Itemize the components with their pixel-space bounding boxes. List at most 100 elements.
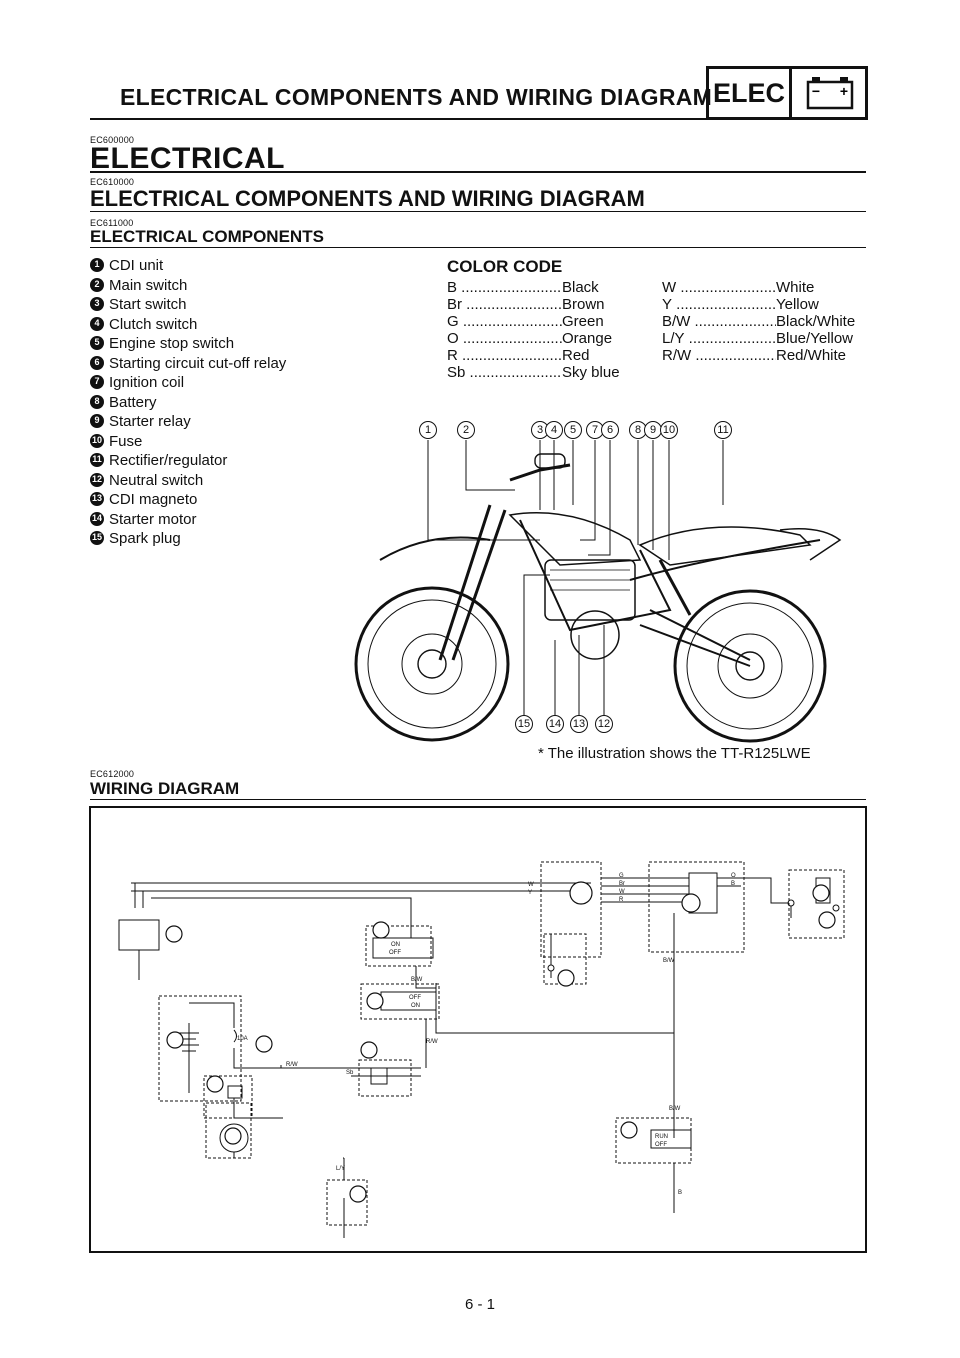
callout-number: 6 [90, 355, 104, 370]
heading-electrical: ELECTRICAL [90, 142, 285, 175]
component-label: Starter relay [109, 413, 191, 430]
component-label: Start switch [109, 296, 187, 313]
color-code-row: W ........................White [662, 279, 815, 296]
wire-label: Sb [346, 1070, 354, 1076]
color-code-left-column: B ........................Black Br .....… [447, 279, 620, 381]
component-list: 1 CDI unit 2 Main switch 3 Start switch 4 Cl… [90, 256, 290, 549]
section-code-4: EC612000 [90, 769, 135, 779]
heading-rule-3 [90, 247, 866, 248]
illustration-callout: 12 [595, 715, 613, 733]
color-code-row: R/W ........................Red/White [662, 347, 847, 364]
wire-label: O [731, 873, 736, 879]
battery-icon: − + [792, 69, 865, 117]
battery-plus-sign: + [840, 83, 848, 99]
callout-number: 7 [90, 375, 104, 389]
color-code-row: B ........................Black [447, 279, 599, 296]
motorcycle-illustration [354, 440, 842, 743]
color-code-row: G ........................Green [447, 313, 604, 330]
switch-label: ON [391, 942, 400, 948]
illustration-note: * The illustration shows the TT-R125LWE [538, 745, 811, 762]
color-code-abbrev: L/Y [662, 330, 685, 347]
list-item: 2 Main switch [90, 276, 290, 296]
list-item: 10 Fuse [90, 432, 290, 452]
section-badge: ELEC − + [706, 66, 868, 120]
color-code-title: COLOR CODE [447, 257, 563, 276]
color-code-name: White [776, 279, 815, 296]
callout-number: 1 [90, 258, 104, 272]
wire-label: Br [619, 881, 625, 887]
switch-label: RUN [655, 1134, 668, 1140]
color-code-row: L/Y ........................Blue/Yellow [662, 330, 853, 347]
color-code-abbrev: B/W [662, 313, 691, 330]
color-code-name: Brown [562, 296, 605, 313]
component-label: Battery [109, 393, 157, 411]
illustration-callout: 2 [457, 421, 475, 439]
callout-number: 4 [90, 316, 104, 331]
color-code-abbrev: R [447, 347, 458, 364]
callout-number: 10 [90, 433, 104, 448]
component-label: Main switch [109, 276, 188, 294]
wire-label: R/W [286, 1062, 298, 1068]
heading-rule-1 [90, 171, 866, 173]
illustration-callout: 4 [545, 421, 563, 439]
color-code-name: Yellow [776, 296, 819, 313]
color-code-name: Blue/Yellow [776, 330, 853, 347]
component-label: CDI magneto [109, 491, 198, 508]
wire-label: B/W [663, 958, 675, 964]
wire-label: B [678, 1190, 682, 1196]
illustration-callout: 11 [714, 421, 732, 439]
callout-number: 12 [90, 472, 104, 487]
wire-label: W [619, 889, 625, 895]
component-label: Fuse [109, 432, 143, 450]
page-number: 6 - 1 [464, 1296, 495, 1313]
list-item: 4 Clutch switch [90, 315, 290, 335]
color-code-name: Sky blue [562, 364, 620, 381]
callout-number: 2 [90, 277, 104, 292]
list-item: 1 CDI unit [90, 256, 290, 276]
switch-label: ON [411, 1003, 420, 1009]
heading-components-and-wiring: ELECTRICAL COMPONENTS AND WIRING DIAGRAM [90, 186, 645, 211]
wire-label: B [731, 881, 735, 887]
color-code-abbrev: B [447, 279, 458, 296]
list-item: 7 Ignition coil [90, 373, 290, 393]
section-badge-label: ELEC [709, 69, 792, 117]
wire-label: B/W [411, 977, 423, 983]
color-code-row: B/W ........................Black/White [662, 313, 856, 330]
illustration-callout: 15 [515, 715, 533, 733]
illustration-callout: 14 [546, 715, 564, 733]
color-code-row: Sb ........................Sky blue [447, 364, 620, 381]
heading-rule-4 [90, 799, 866, 800]
component-label: Clutch switch [109, 315, 198, 333]
component-label: Starter motor [109, 510, 197, 528]
wire-label: G [619, 873, 624, 879]
wiring-diagram-drawing: W Y G Br W R O B B/W B/W R/W R/W Sb L/Y … [118, 861, 845, 1238]
component-label: Spark plug [109, 530, 181, 547]
fuse-rating: 10A [237, 1036, 248, 1042]
callout-number: 3 [90, 297, 104, 311]
wire-label: Y [528, 890, 532, 896]
illustration-callout: 1 [419, 421, 437, 439]
color-code-row: O ........................Orange [447, 330, 613, 347]
component-label: Ignition coil [109, 374, 185, 391]
switch-label: OFF [409, 995, 421, 1001]
page-header-title: ELECTRICAL COMPONENTS AND WIRING DIAGRAM [120, 84, 713, 110]
section-code-2: EC610000 [90, 177, 135, 187]
color-code-row: Br ........................Brown [447, 296, 605, 313]
color-code-abbrev: W [662, 279, 677, 296]
wire-label: L/Y [336, 1166, 345, 1172]
color-code-abbrev: R/W [662, 347, 692, 364]
color-code-abbrev: Br [447, 296, 462, 313]
heading-rule-2 [90, 211, 866, 212]
header-rule [90, 118, 706, 120]
list-item: 3 Start switch [90, 295, 290, 315]
color-code-name: Black/White [776, 313, 856, 330]
component-label: CDI unit [109, 257, 164, 274]
component-label: Engine stop switch [109, 335, 235, 352]
